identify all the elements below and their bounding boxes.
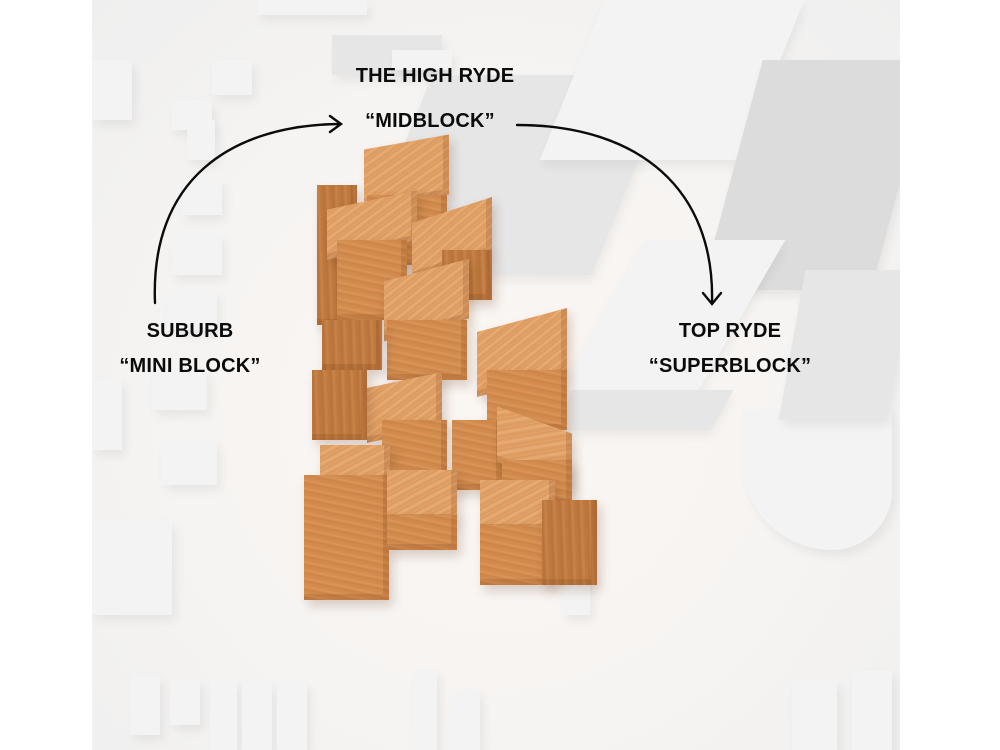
context-building (452, 690, 480, 750)
context-building (92, 520, 172, 615)
timber-cube (542, 500, 597, 585)
timber-cube (322, 320, 382, 370)
timber-cube (387, 515, 457, 550)
model-render (92, 0, 900, 750)
label-superblock-subtitle: “SUPERBLOCK” (648, 355, 812, 377)
context-building (257, 0, 367, 15)
context-building (210, 680, 237, 750)
context-building (92, 60, 132, 120)
timber-cube (312, 370, 367, 440)
context-building (152, 370, 207, 410)
timber-cube (387, 320, 467, 380)
context-building (92, 380, 122, 450)
label-midblock: THE HIGH RYDE (330, 66, 540, 86)
label-superblock: TOP RYDE “SUPERBLOCK” (625, 321, 835, 376)
context-building (172, 235, 222, 275)
context-building (170, 680, 200, 725)
label-suburb: SUBURB “MINI BLOCK” (95, 321, 285, 376)
label-superblock-title: TOP RYDE (678, 320, 782, 342)
timber-cube (452, 420, 502, 490)
context-building (277, 682, 307, 750)
context-building (167, 290, 217, 330)
arrow-midblock-to-superblock (515, 123, 723, 306)
label-midblock-subtitle: “MIDBLOCK” (365, 110, 495, 132)
label-suburb-title: SUBURB (146, 320, 234, 342)
label-midblock-title: THE HIGH RYDE (355, 65, 515, 87)
context-building (792, 680, 837, 750)
label-suburb-subtitle: “MINI BLOCK” (119, 355, 261, 377)
context-building (852, 670, 892, 750)
context-building (242, 682, 272, 750)
arrow-suburb-to-midblock (153, 114, 344, 305)
label-midblock-quote: “MIDBLOCK” (345, 111, 515, 131)
context-building (187, 120, 215, 160)
context-building (130, 675, 160, 735)
timber-cube (387, 470, 457, 520)
context-building (392, 50, 452, 70)
context-building (412, 670, 437, 750)
context-building (162, 440, 217, 485)
timber-cube (304, 475, 389, 600)
context-building (212, 60, 252, 95)
